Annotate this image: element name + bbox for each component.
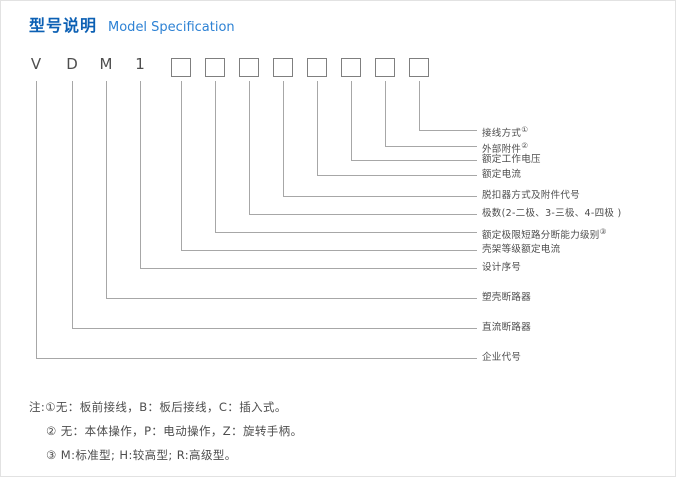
code-box-4 xyxy=(273,58,293,77)
callout-vertical-line xyxy=(215,81,216,232)
code-box-8 xyxy=(409,58,429,77)
callout-label-text: 设计序号 xyxy=(482,262,522,273)
note-line-2: ② 无：本体操作，P：电动操作，Z：旋转手柄。 xyxy=(46,424,303,438)
code-letter-1: 1 xyxy=(135,55,145,73)
code-box-5 xyxy=(307,58,327,77)
code-letter-d: D xyxy=(66,55,78,73)
callout-label-text: 企业代号 xyxy=(482,352,522,363)
note-prefix: 注: xyxy=(29,400,46,414)
callout-vertical-line xyxy=(283,81,284,196)
callout-label-footnote-ref: ① xyxy=(521,125,529,134)
callout-horizontal-line xyxy=(181,250,477,251)
callout-label: 壳架等级额定电流 xyxy=(482,244,560,256)
code-letter-v: V xyxy=(30,55,42,73)
callout-label: 额定工作电压 xyxy=(482,154,541,166)
section-title: 型号说明 Model Specification xyxy=(29,12,235,36)
callout-label-footnote-ref: ② xyxy=(521,141,529,150)
callout-label-text: 额定工作电压 xyxy=(482,154,541,165)
callout-label-footnote-ref: ③ xyxy=(599,227,607,236)
page-title-zh: 型号说明 xyxy=(29,16,98,35)
callout-vertical-line xyxy=(140,81,141,268)
callout-vertical-line xyxy=(36,81,37,358)
code-box-3 xyxy=(239,58,259,77)
callout-vertical-line xyxy=(385,81,386,146)
callout-label-text: 额定极限短路分断能力级别 xyxy=(482,230,600,242)
callout-label-text: 塑壳断路器 xyxy=(482,292,532,303)
callout-label-text: 脱扣器方式及附件代号 xyxy=(482,190,581,201)
callout-label: 接线方式① xyxy=(482,124,528,140)
code-letter-m: M xyxy=(99,55,113,73)
callout-horizontal-line xyxy=(351,160,477,161)
callout-vertical-line xyxy=(317,81,318,175)
note-text-1: ①无：板前接线，B：板后接线，C：插入式。 xyxy=(45,400,287,414)
callout-label: 设计序号 xyxy=(482,262,521,274)
callout-vertical-line xyxy=(351,81,352,160)
callout-label-text: 极数(2-二极、3-三极、4-四极 ) xyxy=(482,208,622,219)
code-box-7 xyxy=(375,58,395,77)
callout-vertical-line xyxy=(419,81,420,130)
callout-label: 直流断路器 xyxy=(482,322,531,334)
callout-horizontal-line xyxy=(419,130,477,131)
callout-horizontal-line xyxy=(283,196,477,197)
callout-horizontal-line xyxy=(140,268,477,269)
code-box-6 xyxy=(341,58,361,77)
callout-label-text: 额定电流 xyxy=(482,169,522,180)
note-line-3: ③ M:标准型; H:较高型; R:高级型。 xyxy=(46,448,237,462)
callout-label-text: 外部附件 xyxy=(482,144,522,156)
callout-vertical-line xyxy=(249,81,250,214)
callout-horizontal-line xyxy=(385,146,477,147)
callout-label: 脱扣器方式及附件代号 xyxy=(482,190,580,202)
page-title-en: Model Specification xyxy=(108,20,235,35)
code-box-2 xyxy=(205,58,225,77)
callout-horizontal-line xyxy=(215,232,477,233)
callout-label: 塑壳断路器 xyxy=(482,292,531,304)
callout-horizontal-line xyxy=(72,328,477,329)
callout-label: 企业代号 xyxy=(482,352,521,364)
callout-horizontal-line xyxy=(249,214,477,215)
callout-horizontal-line xyxy=(317,175,477,176)
callout-label: 极数(2-二极、3-三极、4-四极 ) xyxy=(482,208,622,220)
callout-horizontal-line xyxy=(106,298,477,299)
note-line-1: 注:①无：板前接线，B：板后接线，C：插入式。 xyxy=(29,395,302,419)
code-box-1 xyxy=(171,58,191,77)
notes-section: 注:①无：板前接线，B：板后接线，C：插入式。 ② 无：本体操作，P：电动操作，… xyxy=(29,395,302,467)
callout-horizontal-line xyxy=(36,358,477,359)
callout-label: 外部附件② xyxy=(482,140,528,156)
callout-vertical-line xyxy=(72,81,73,328)
callout-vertical-line xyxy=(181,81,182,250)
callout-label-text: 壳架等级额定电流 xyxy=(482,244,561,255)
callout-label: 额定电流 xyxy=(482,169,521,181)
callout-label-text: 接线方式 xyxy=(482,128,522,140)
callout-label: 额定极限短路分断能力级别③ xyxy=(482,226,607,242)
callout-vertical-line xyxy=(106,81,107,298)
callout-label-text: 直流断路器 xyxy=(482,322,532,333)
